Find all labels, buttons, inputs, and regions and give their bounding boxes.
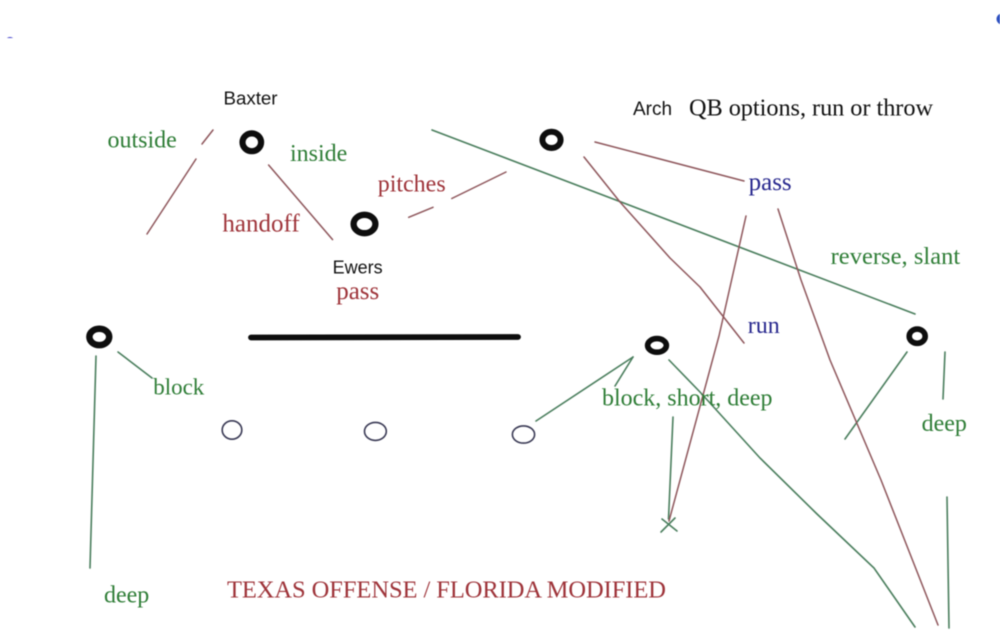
svg-text:run: run [748, 313, 780, 339]
svg-text:pass: pass [336, 278, 379, 305]
svg-text:deep: deep [104, 583, 149, 609]
svg-text:TEXAS OFFENSE / FLORIDA MODIFI: TEXAS OFFENSE / FLORIDA MODIFIED [227, 577, 666, 604]
svg-text:inside: inside [290, 141, 347, 167]
svg-text:handoff: handoff [222, 211, 300, 238]
svg-text:pitches: pitches [378, 172, 446, 198]
svg-text:block: block [153, 375, 205, 400]
svg-text:deep: deep [922, 411, 967, 437]
svg-text:block, short, deep: block, short, deep [602, 386, 773, 412]
svg-text:Baxter: Baxter [224, 88, 278, 109]
svg-text:Ewers: Ewers [333, 258, 383, 278]
svg-text:QB options, run or throw: QB options, run or throw [689, 94, 933, 121]
svg-text:Arch: Arch [633, 99, 672, 120]
svg-text:reverse, slant: reverse, slant [831, 243, 961, 270]
svg-text:outside: outside [108, 128, 177, 154]
svg-text:pass: pass [749, 169, 792, 196]
